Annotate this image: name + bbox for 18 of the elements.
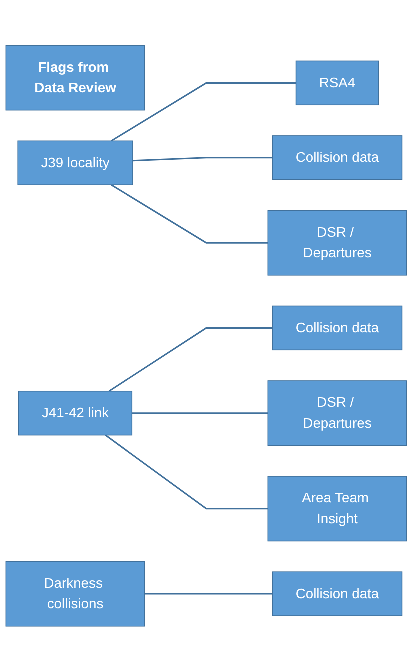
connector bbox=[132, 412, 268, 414]
node-box: DSR / Departures bbox=[268, 380, 408, 446]
connector bbox=[105, 434, 268, 510]
connector bbox=[111, 184, 268, 244]
node-box: J41-42 link bbox=[18, 391, 133, 436]
connector bbox=[111, 82, 296, 142]
connector bbox=[108, 327, 273, 392]
connector bbox=[144, 593, 273, 595]
node-box: DSR / Departures bbox=[268, 210, 408, 276]
node-box: Collision data bbox=[272, 136, 403, 180]
node-box: Area Team Insight bbox=[268, 476, 408, 542]
node-box: J39 locality bbox=[18, 140, 134, 186]
node-box: Collision data bbox=[272, 572, 403, 616]
node-box: Darkness collisions bbox=[6, 561, 146, 627]
node-box: Flags from Data Review bbox=[6, 45, 146, 111]
node-box: RSA4 bbox=[296, 60, 380, 106]
node-box: Collision data bbox=[272, 306, 403, 351]
connector bbox=[132, 157, 273, 162]
